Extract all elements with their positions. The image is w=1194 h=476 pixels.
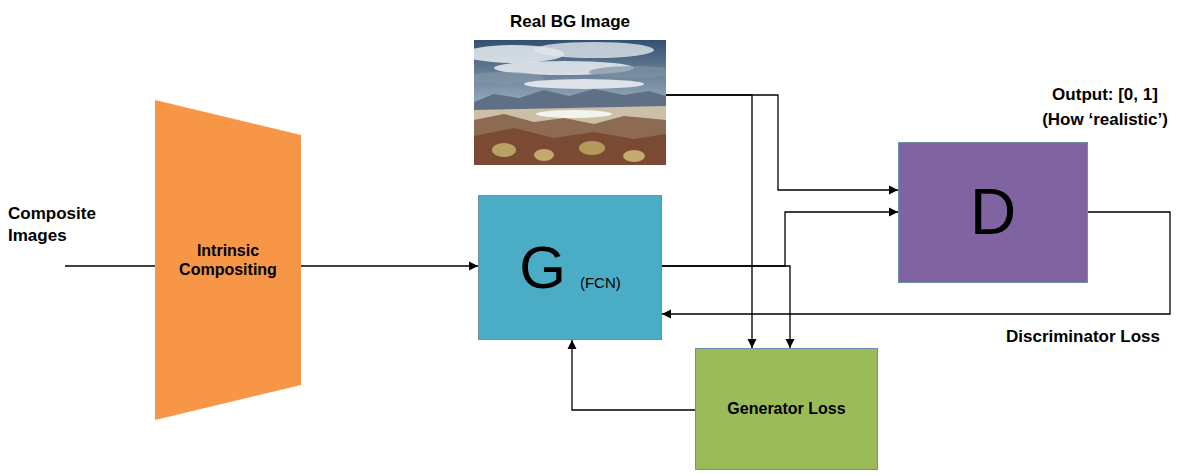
node-title: Generator Loss (727, 399, 845, 418)
edge-label: Discriminator Loss (1004, 326, 1162, 348)
text-group: D (970, 174, 1016, 251)
output-note: (How ‘realistic’) (1010, 109, 1194, 131)
loss-box: Generator Loss (695, 348, 878, 470)
photo-content (474, 40, 666, 165)
foreground-rocks (474, 128, 666, 165)
shrub (579, 141, 605, 155)
discriminator-box: D (898, 142, 1088, 283)
input-label: Composite Images (8, 203, 123, 247)
node-title: G (519, 232, 566, 304)
output-label: Output: [0, 1] (1010, 84, 1194, 106)
shrub (623, 150, 645, 162)
text-group: Real BG Image (510, 12, 630, 32)
cloud (534, 42, 654, 58)
node-title: Intrinsic Compositing (172, 241, 284, 279)
shrub (492, 143, 516, 157)
node-title: D (970, 174, 1016, 251)
shrub (534, 149, 554, 161)
salt-flat (536, 110, 612, 118)
flow-arrow (572, 340, 695, 410)
cloud (589, 66, 666, 78)
generator-box: G (FCN) (478, 195, 662, 340)
image-node: Real BG Image (474, 8, 666, 165)
landscape-photo (464, 40, 679, 165)
text-group: Intrinsic Compositing (172, 241, 284, 279)
text-group: G (FCN) (519, 232, 621, 304)
cloud (524, 79, 644, 89)
trapezoid-shape (155, 100, 301, 420)
flow-arrow (662, 266, 790, 348)
node-title: Real BG Image (510, 12, 630, 32)
trapezoid-outline (155, 100, 301, 420)
input-wire (65, 265, 156, 266)
flow-arrow (662, 212, 898, 266)
node-subtitle: (FCN) (580, 274, 621, 292)
flow-arrow (666, 95, 898, 190)
flow-arrow (300, 265, 478, 266)
process-block: Intrinsic Compositing (155, 100, 301, 420)
text-group: Generator Loss (727, 399, 845, 418)
flow-arrow (666, 95, 752, 348)
